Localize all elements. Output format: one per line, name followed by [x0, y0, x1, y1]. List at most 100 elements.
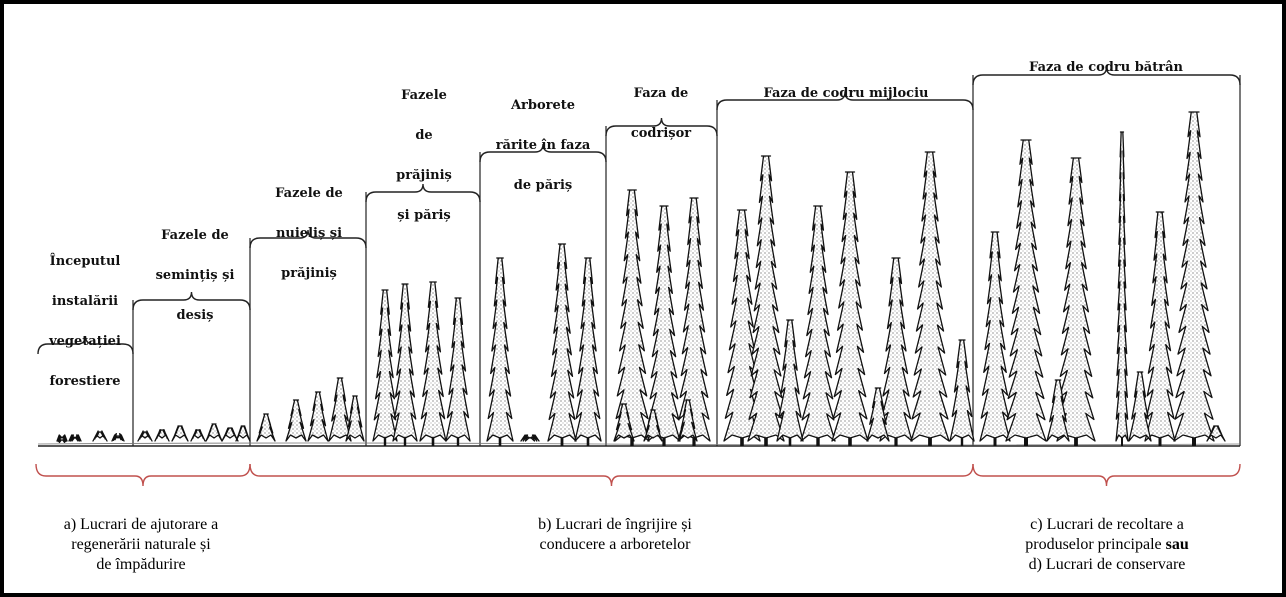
stage-bracket	[365, 183, 481, 203]
conifer-tree	[831, 171, 869, 446]
treatment-label-text: produselor principale	[1025, 536, 1166, 553]
tree-crown	[154, 429, 170, 442]
conifer-tree	[1206, 425, 1226, 442]
stage-label-line: și păriș	[397, 208, 451, 223]
tree-crown	[221, 427, 239, 442]
conifer-tree	[137, 430, 153, 442]
conifer-tree	[1056, 157, 1096, 446]
conifer-tree	[92, 430, 108, 442]
stage-bracket	[37, 335, 134, 355]
tree-crown	[1005, 139, 1047, 442]
stage-bracket	[132, 291, 251, 311]
tree-crown	[800, 205, 836, 442]
tree-crown	[1115, 131, 1129, 442]
treatment-label-line: d) Lucrari de conservare	[1028, 556, 1186, 573]
tree-crown	[1144, 211, 1176, 442]
tree-crown	[445, 297, 471, 442]
conifer-tree	[221, 427, 239, 442]
stage-label-initial-installation: Începutul instalării vegetației forestie…	[30, 232, 140, 412]
conifer-tree	[345, 395, 365, 442]
conifer-tree	[328, 377, 352, 442]
tree-crown	[68, 434, 82, 442]
stage-label-seedling-thicket: Fazele de semințiș și desiș	[140, 206, 250, 346]
conifer-tree	[613, 403, 635, 442]
tree-crown	[328, 377, 352, 442]
stage-label-line: Faza de codru bătrân	[1029, 60, 1183, 75]
stage-bracket	[605, 117, 718, 137]
conifer-tree	[643, 409, 663, 442]
tree-crown	[92, 430, 108, 442]
stage-label-line: rărite în faza	[495, 138, 591, 153]
tree-crown	[910, 151, 950, 442]
treatment-label-tending: b) Lucrari de îngrijire și conducere a a…	[470, 515, 760, 555]
stage-label-line: Fazele de	[275, 186, 343, 201]
stage-label-line: Arborete	[510, 98, 576, 113]
conifer-tree	[445, 297, 471, 446]
conifer-tree	[723, 209, 761, 446]
tree-crown	[776, 319, 804, 442]
tree-crown	[643, 409, 663, 442]
conifer-tree	[800, 205, 836, 446]
stage-bracket	[479, 143, 607, 163]
conifer-tree	[677, 197, 711, 446]
stage-label-pole-small-timber: Fazele de prăjiniș și păriș	[368, 66, 480, 246]
tree-crown	[307, 391, 329, 442]
conifer-tree	[171, 425, 189, 442]
treatment-bracket	[972, 463, 1241, 487]
conifer-tree	[747, 155, 785, 446]
stage-bracket	[249, 229, 367, 249]
treatment-label-emphasis: sau	[1165, 536, 1189, 553]
conifer-tree	[235, 425, 251, 442]
stage-label-line: Faza de codru mijlociu	[763, 86, 929, 101]
tree-crown	[419, 281, 447, 442]
conifer-tree	[111, 433, 125, 442]
treatment-bracket	[249, 463, 974, 487]
conifer-tree	[68, 434, 82, 442]
stage-label-sapling-pole: Fazele de nuieliș și prăjiniș	[252, 164, 366, 304]
tree-crown	[235, 425, 251, 442]
tree-crown	[1056, 157, 1096, 442]
tree-crown	[111, 433, 125, 442]
treatment-label-line: b) Lucrari de îngrijire și	[538, 516, 692, 533]
conifer-tree	[1128, 371, 1152, 442]
tree-crown	[486, 257, 514, 442]
stage-label-line: vegetației	[49, 334, 121, 349]
tree-crown	[866, 387, 890, 442]
conifer-tree	[154, 429, 170, 442]
conifer-tree	[678, 399, 698, 442]
stage-label-line: prăjiniș	[396, 168, 452, 183]
treatment-label-regeneration: a) Lucrari de ajutorare a regenerării na…	[10, 515, 272, 575]
tree-crown	[1046, 379, 1070, 442]
tree-crown	[547, 243, 577, 442]
stage-label-young-forest: Faza de codrișor	[606, 64, 716, 164]
conifer-tree	[949, 339, 975, 446]
conifer-tree	[1005, 139, 1047, 446]
tree-crown	[1206, 425, 1226, 442]
conifer-tree	[1046, 379, 1070, 442]
treatment-label-line: c) Lucrari de recoltare a	[1030, 516, 1184, 533]
stage-label-old-forest: Faza de codru bătrân	[976, 38, 1236, 98]
treatment-label-line: produselor principale sau	[980, 535, 1234, 555]
tree-illustrations	[56, 111, 1226, 446]
stage-label-line: Începutul	[49, 254, 121, 269]
stage-label-line: forestiere	[49, 374, 121, 389]
conifer-tree	[866, 387, 890, 442]
conifer-tree	[285, 399, 307, 442]
stage-label-line: prăjiniș	[281, 266, 337, 281]
stage-brackets	[37, 66, 1241, 355]
stage-dividers	[132, 75, 1241, 446]
conifer-tree	[486, 257, 514, 446]
stage-label-line: Fazele	[401, 88, 447, 103]
ground-line	[37, 442, 1241, 447]
tree-crown	[677, 197, 711, 442]
conifer-tree	[520, 434, 540, 442]
tree-crown	[831, 171, 869, 442]
tree-crown	[171, 425, 189, 442]
ground-shading	[37, 442, 1241, 446]
tree-crown	[747, 155, 785, 442]
tree-crown	[392, 283, 418, 442]
stage-label-line: Faza de	[633, 86, 689, 101]
conifer-tree	[879, 257, 913, 446]
tree-crown	[285, 399, 307, 442]
